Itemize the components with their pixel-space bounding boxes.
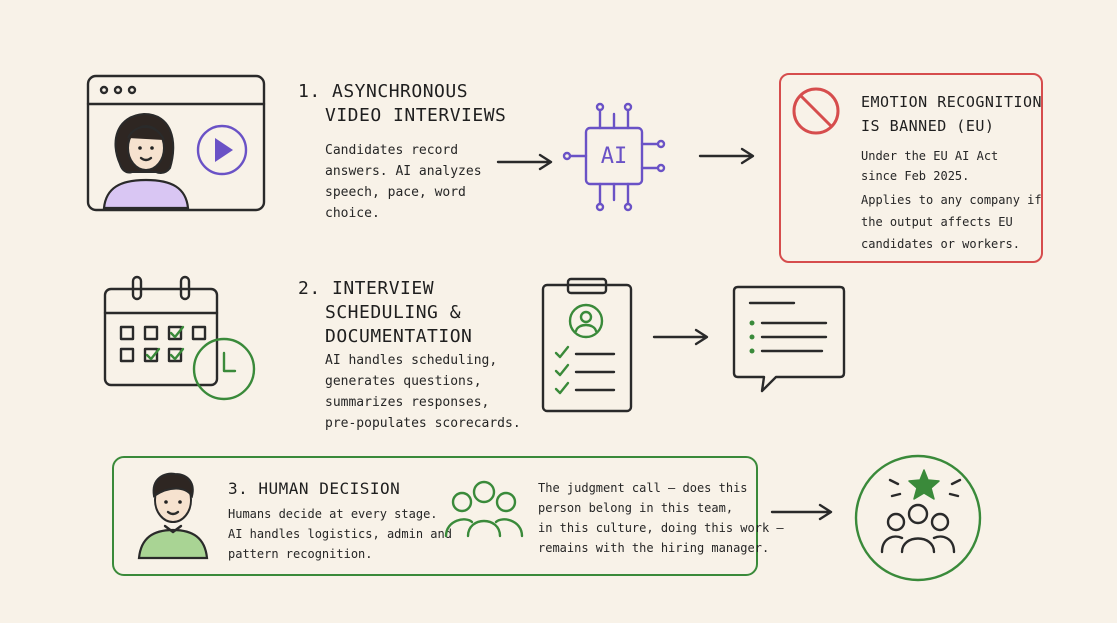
arrow-right-icon (496, 153, 553, 171)
arrow-right-icon (770, 503, 833, 521)
document-chat-icon (732, 285, 846, 393)
arrow-right-icon (652, 328, 709, 346)
team-star-icon (854, 454, 982, 582)
warning-body-2: Applies to any company if the output aff… (861, 193, 1042, 251)
row2-title-line2: SCHEDULING & (325, 302, 462, 323)
row3-title: 3. HUMAN DECISION (228, 479, 401, 498)
row1-title-line1: 1. ASYNCHRONOUS (298, 81, 469, 102)
calendar-clock-icon (103, 275, 256, 401)
row2-title-line3: DOCUMENTATION (325, 326, 473, 347)
row1-body: Candidates record answers. AI analyzes s… (325, 143, 482, 221)
video-interview-icon (86, 74, 266, 212)
ai-chip-label: AI (600, 144, 628, 169)
ai-chip-icon (562, 102, 666, 212)
warning-title-line1: EMOTION RECOGNITION (861, 93, 1043, 111)
clipboard-checklist-icon (541, 277, 633, 413)
warning-box (779, 73, 1043, 263)
person-avatar-icon (137, 472, 209, 560)
row2-body: AI handles scheduling, generates questio… (325, 353, 521, 431)
row2-title-line1: 2. INTERVIEW (298, 278, 435, 299)
row3-body-right: The judgment call — does this person bel… (538, 481, 784, 555)
warning-body-1: Under the EU AI Act since Feb 2025. (861, 149, 999, 183)
warning-title-line2: IS BANNED (EU) (861, 117, 995, 135)
row1-title-line2: VIDEO INTERVIEWS (325, 105, 507, 126)
arrow-right-icon (698, 147, 755, 165)
human-decision-box (112, 456, 758, 576)
prohibited-icon (792, 87, 840, 135)
row3-body-left: Humans decide at every stage. AI handles… (228, 507, 452, 561)
team-group-icon (444, 480, 524, 538)
